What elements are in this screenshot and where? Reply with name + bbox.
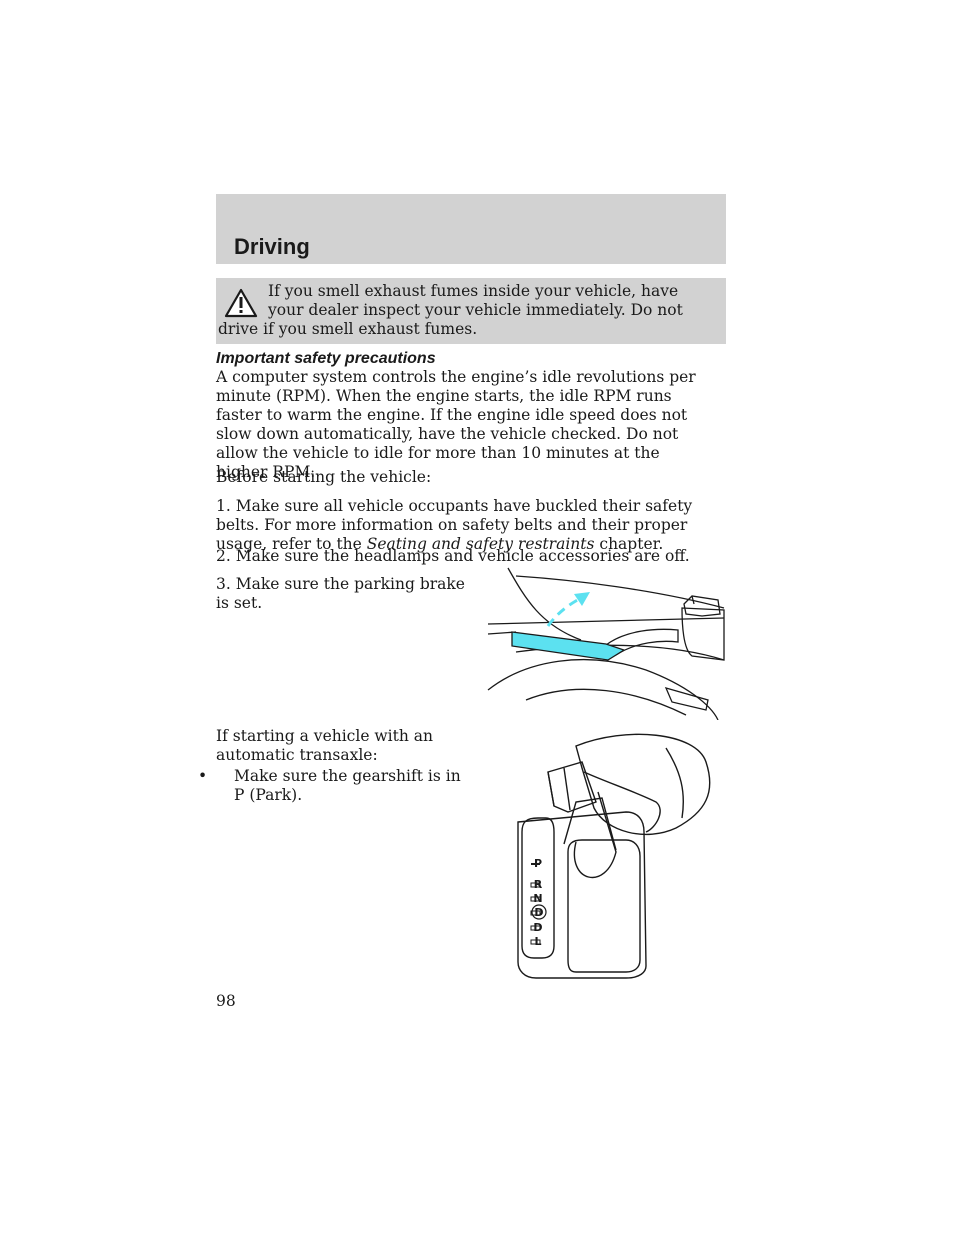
bullet-gearshift-park: • Make sure the gearshift is in P (Park). (198, 767, 464, 805)
step-2: 2. Make sure the headlamps and vehicle a… (216, 547, 690, 565)
section-header-bar (216, 194, 726, 264)
gear-label-neutral: N (533, 892, 542, 905)
automatic-transaxle-intro: If starting a vehicle with an automatic … (216, 727, 433, 764)
gear-label-drive: D (533, 921, 542, 934)
warning-triangle-icon (224, 288, 258, 318)
step-3: 3. Make sure the parking brake is set. (216, 575, 465, 612)
parking-brake-lever (511, 631, 626, 661)
gear-label-overdrive: D (534, 906, 543, 919)
bullet-marker: • (198, 767, 208, 785)
section-title: Driving (234, 234, 310, 259)
gear-label-low: L (534, 935, 541, 948)
section-heading: Important safety precautions (216, 350, 436, 367)
step-1-suffix: chapter. (599, 535, 664, 553)
parking-brake-illustration (487, 567, 725, 720)
warning-box (216, 278, 726, 344)
overdrive-circle (531, 904, 547, 920)
chapter-reference[interactable]: Seating and safety restraints (366, 535, 595, 553)
gearshift-illustration: P R N D D L (517, 733, 711, 979)
warning-text: If you smell exhaust fumes inside your v… (218, 282, 683, 338)
paragraph-idle-rpm: A computer system controls the engine’s … (216, 368, 696, 481)
step-1: 1. Make sure all vehicle occupants have … (216, 497, 716, 554)
paragraph-before-starting: Before starting the vehicle: (216, 468, 432, 486)
page-number: 98 (216, 992, 236, 1010)
bullet-text: Make sure the gearshift is in P (Park). (234, 767, 461, 804)
step-1-text: 1. Make sure all vehicle occupants have … (216, 497, 693, 553)
gear-label-park: P (534, 857, 542, 870)
gear-label-reverse: R (534, 878, 543, 891)
